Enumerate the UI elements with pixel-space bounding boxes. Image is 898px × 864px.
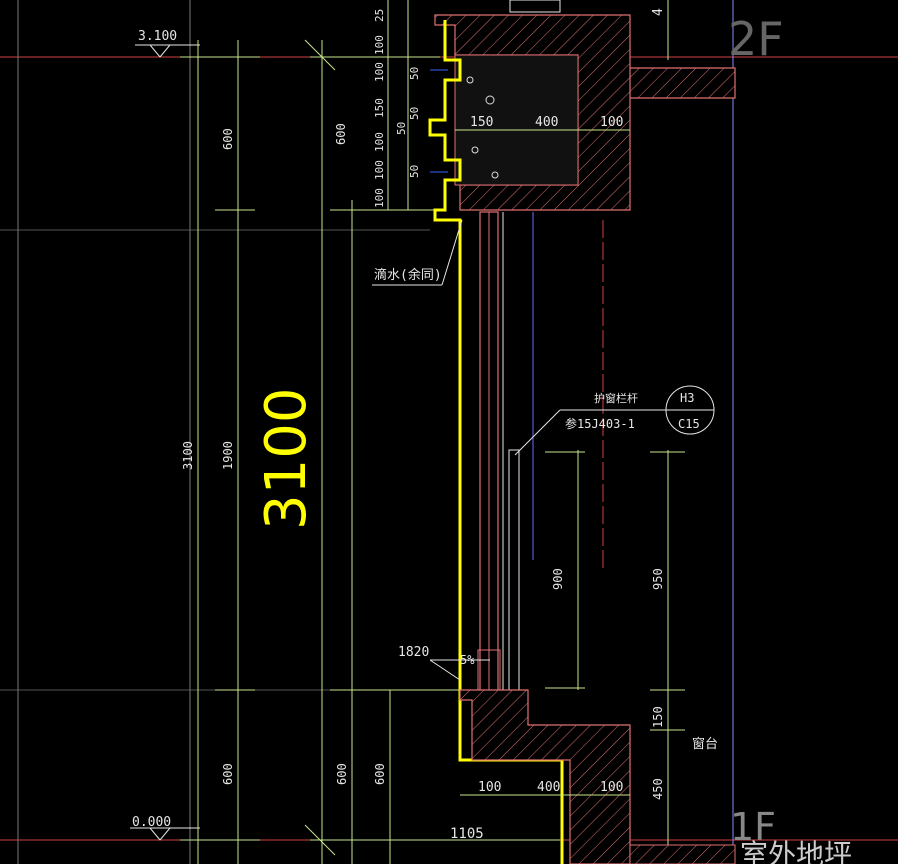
elevation-top-label: 3.100 [138,29,177,44]
svg-text:100: 100 [373,35,386,55]
svg-text:400: 400 [535,115,558,130]
drip-note-text: 滴水(余同) [374,267,442,283]
elevation-marker-bottom: 0.000 [130,815,200,841]
svg-text:100: 100 [600,780,623,795]
svg-text:100: 100 [478,780,501,795]
sill-note: 窗台 [692,736,718,752]
lower-sill: 1820 5% 100 400 100 1105 [398,645,631,864]
dim-inner-top: 600 [334,123,348,145]
svg-text:50: 50 [408,107,421,120]
svg-text:950: 950 [651,568,665,590]
elevation-bottom-label: 0.000 [132,815,171,830]
upper-beam [434,0,736,211]
svg-text:25: 25 [373,9,386,22]
sill-width: 1105 [450,826,484,842]
svg-text:50: 50 [408,67,421,80]
svg-text:50: 50 [395,122,408,135]
elevation-marker-top: 3.100 [135,29,200,58]
svg-text:450: 450 [651,778,665,800]
svg-text:150: 150 [373,98,386,118]
svg-text:4: 4 [651,8,666,16]
svg-text:100: 100 [600,115,623,130]
ground-label: 室外地坪 [740,838,852,864]
svg-text:C15: C15 [678,417,700,431]
floor-1f-label: 1F [730,805,776,849]
floor-2f-label: 2F [728,12,784,66]
svg-text:100: 100 [373,188,386,208]
svg-text:参15J403-1: 参15J403-1 [565,416,635,431]
window-frame [477,211,534,693]
left-dimension-chain: 600 1900 600 3100 [180,40,260,864]
dim-inner-bot2: 600 [373,763,387,785]
svg-text:400: 400 [537,780,560,795]
big-height-label: 3100 [254,387,319,530]
window-dimensions: 900 950 150 450 窗台 [545,450,718,864]
svg-text:H3: H3 [680,391,694,405]
dim-left-bot: 600 [221,763,235,785]
dim-left-top: 600 [221,128,235,150]
svg-text:900: 900 [551,568,565,590]
svg-text:150: 150 [470,115,493,130]
railing-callout: H3 C15 护窗栏杆 参15J403-1 [514,385,715,456]
svg-text:50: 50 [408,165,421,178]
svg-text:100: 100 [373,62,386,82]
svg-text:护窗栏杆: 护窗栏杆 [594,391,638,405]
drip-note: 滴水(余同) [372,219,463,286]
sill-slope: 5% [460,653,475,667]
lintel-horizontal-dims: 150 400 100 4 [455,0,669,131]
dim-left-mid: 1900 [221,441,235,470]
svg-text:100: 100 [373,160,386,180]
inner-dimension-chain: 600 600 600 [304,39,560,864]
dim-inner-bot: 600 [335,763,349,785]
svg-text:100: 100 [373,132,386,152]
lintel-dimensions: 25 100 100 150 100 100 100 50 50 50 50 [373,0,421,210]
finish-outline [428,20,564,864]
sill-dim: 1820 [398,645,429,660]
dim-left-total: 3100 [181,441,195,470]
svg-text:150: 150 [651,706,665,728]
